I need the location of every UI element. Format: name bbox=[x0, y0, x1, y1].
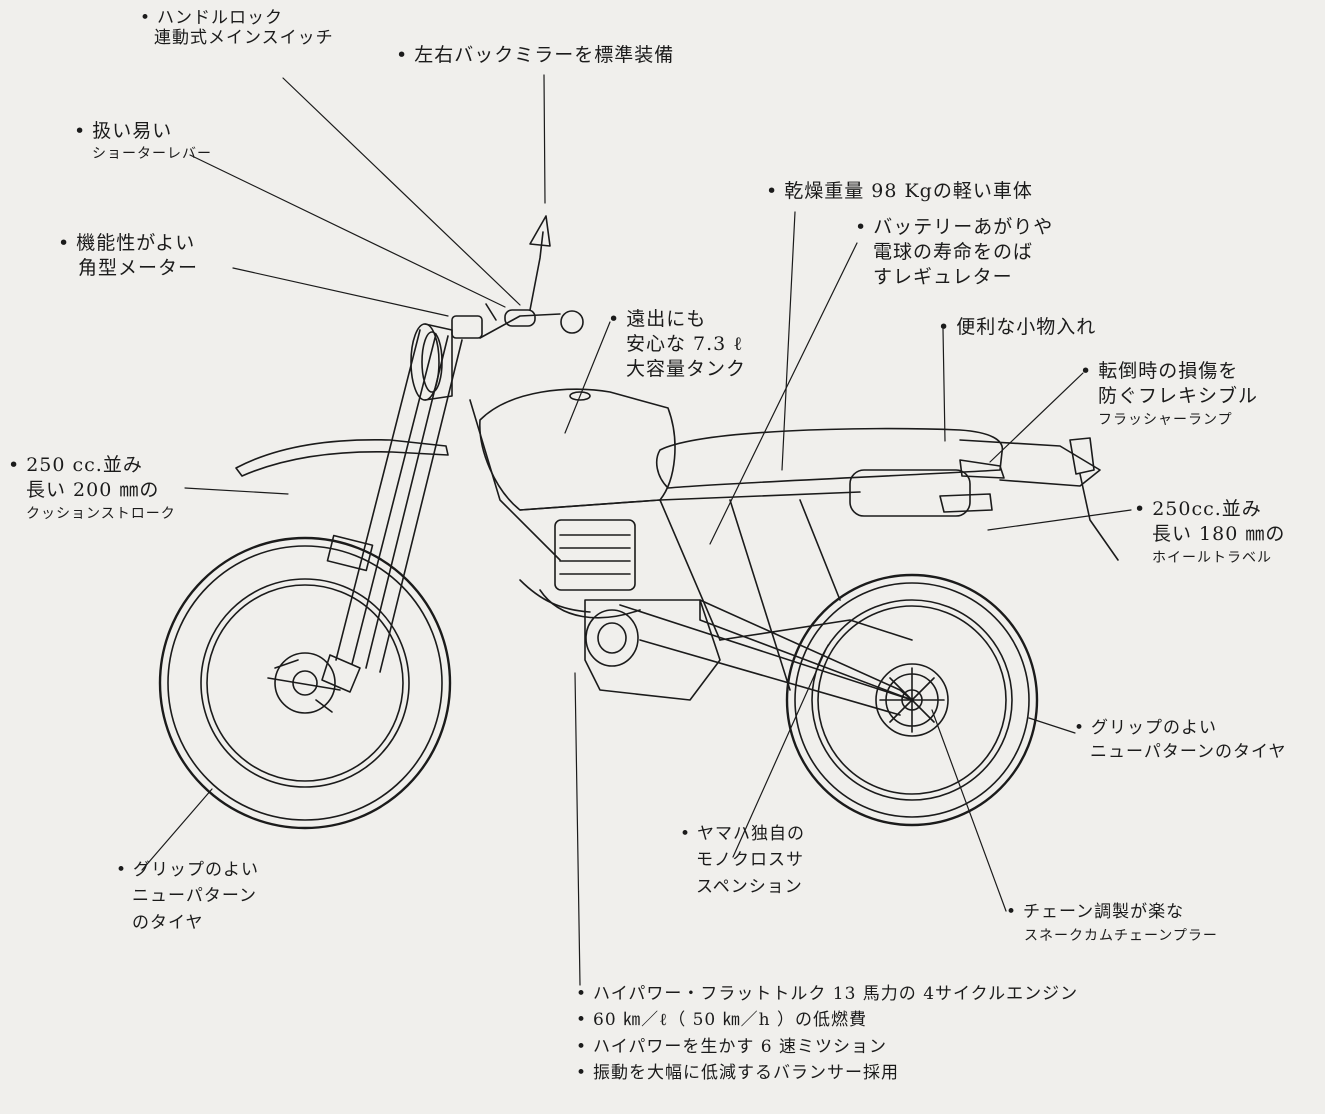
chain-adjuster-line-1: チェーン調製が楽な bbox=[1023, 902, 1185, 922]
label-handlebar-lock: •ハンドルロック 連動式メインスイッチ bbox=[140, 8, 334, 49]
flasher-line-1: 転倒時の損傷を bbox=[1098, 360, 1239, 382]
label-mirrors: •左右バックミラーを標準装備 bbox=[396, 44, 675, 66]
fuel-tank-line-3: 大容量タンク bbox=[626, 357, 747, 380]
label-choke-lever: •扱い易い ショーターレバー bbox=[74, 120, 212, 162]
rear-travel-line-2: 長い 180 ㎜の bbox=[1152, 522, 1286, 545]
front-tire-line-1: グリップのよい bbox=[133, 860, 260, 880]
mono-cross-line-1: ヤマハ独自の bbox=[697, 824, 806, 844]
label-front-tire: •グリップのよい ニューパターン のタイヤ bbox=[116, 860, 260, 933]
front-tire-line-2: ニューパターン bbox=[132, 886, 257, 907]
exhaust bbox=[539, 493, 993, 619]
mirrors-line-1: 左右バックミラーを標準装備 bbox=[414, 44, 675, 66]
front-fender bbox=[235, 438, 449, 477]
rear-tire-line-1: グリップのよい bbox=[1091, 718, 1218, 738]
front-stroke-line-2: 長い 200 ㎜の bbox=[26, 478, 160, 501]
regulator-line-2: 電球の寿命をのば bbox=[873, 240, 1034, 263]
front-tire-line-3: のタイヤ bbox=[132, 912, 204, 933]
label-fuel-tank: •遠出にも 安心な 7.3 ℓ 大容量タンク bbox=[608, 308, 747, 380]
rear-travel-line-1: 250cc.並み bbox=[1152, 498, 1262, 520]
dry-weight-line-1: 乾燥重量 98 Kgの軽い車体 bbox=[784, 180, 1033, 202]
meter-line-1: 機能性がよい bbox=[76, 232, 196, 254]
fuel-tank bbox=[479, 388, 676, 511]
front-stroke-line-3: クッションストローク bbox=[26, 505, 176, 522]
fuel-tank-line-1: 遠出にも bbox=[626, 308, 707, 330]
label-dry-weight: •乾燥重量 98 Kgの軽い車体 bbox=[766, 180, 1033, 202]
frame bbox=[469, 399, 913, 716]
label-mono-cross: •ヤマハ独自の モノクロスサ スペンション bbox=[680, 824, 806, 897]
label-chain-adjuster: •チェーン調製が楽な スネークカムチェーンプラー bbox=[1006, 902, 1218, 945]
handlebar-lock-line-2: 連動式メインスイッチ bbox=[154, 28, 334, 49]
handlebar-lock-line-1: ハンドルロック bbox=[157, 8, 284, 28]
engine-specs-line-3: ハイパワーを生かす 6 速ミツション bbox=[593, 1036, 887, 1057]
label-front-stroke: •250 cc.並み 長い 200 ㎜の クッションストローク bbox=[8, 454, 176, 522]
meter bbox=[451, 315, 483, 339]
label-meter: •機能性がよい 角型メーター bbox=[58, 232, 199, 279]
swing-arm bbox=[699, 599, 913, 701]
meter-line-2: 角型メーター bbox=[78, 256, 199, 279]
mono-cross-line-2: モノクロスサ bbox=[696, 850, 804, 871]
leader-lines bbox=[141, 74, 1132, 986]
rear-tire-line-2: ニューパターンのタイヤ bbox=[1090, 742, 1287, 763]
mono-cross-line-3: スペンション bbox=[696, 876, 803, 897]
fuel-cap bbox=[569, 391, 591, 401]
storage-line-1: 便利な小物入れ bbox=[956, 316, 1097, 338]
flasher-line-3: フラッシャーランプ bbox=[1098, 411, 1233, 428]
label-regulator: •バッテリーあがりや 電球の寿命をのば すレギュレター bbox=[855, 216, 1054, 288]
label-rear-tire: •グリップのよい ニューパターンのタイヤ bbox=[1074, 718, 1287, 763]
seat bbox=[655, 427, 1004, 489]
headlight bbox=[410, 323, 453, 401]
engine-specs-line-2: 60 ㎞／ℓ（ 50 ㎞／h ）の低燃費 bbox=[593, 1010, 868, 1031]
label-flasher: •転倒時の損傷を 防ぐフレキシブル フラッシャーランプ bbox=[1080, 360, 1259, 428]
engine bbox=[519, 519, 721, 701]
regulator-line-1: バッテリーあがりや bbox=[873, 216, 1054, 238]
engine-specs-line-4: 振動を大幅に低減するバランサー採用 bbox=[593, 1063, 900, 1084]
chain-adjuster-line-2: スネークカムチェーンプラー bbox=[1024, 928, 1218, 945]
choke-lever-line-2: ショーターレバー bbox=[92, 145, 212, 162]
handlebar bbox=[479, 215, 584, 339]
rear-fender bbox=[959, 439, 1101, 487]
rear-travel-line-3: ホイールトラベル bbox=[1152, 549, 1272, 566]
label-engine-specs: •ハイパワー・フラットトルク 13 馬力の 4サイクルエンジン •60 ㎞／ℓ（… bbox=[576, 984, 1079, 1084]
choke-lever-line-1: 扱い易い bbox=[92, 120, 173, 142]
label-storage: •便利な小物入れ bbox=[938, 316, 1097, 338]
front-wheel bbox=[158, 536, 452, 830]
label-rear-travel: •250cc.並み 長い 180 ㎜の ホイールトラベル bbox=[1134, 498, 1286, 566]
fuel-tank-line-2: 安心な 7.3 ℓ bbox=[626, 332, 744, 355]
flasher-line-2: 防ぐフレキシブル bbox=[1098, 384, 1259, 407]
engine-specs-line-1: ハイパワー・フラットトルク 13 馬力の 4サイクルエンジン bbox=[593, 984, 1079, 1004]
front-stroke-line-1: 250 cc.並み bbox=[26, 454, 143, 476]
flasher-lamp bbox=[959, 437, 1119, 561]
regulator-line-3: すレギュレター bbox=[873, 265, 1013, 288]
